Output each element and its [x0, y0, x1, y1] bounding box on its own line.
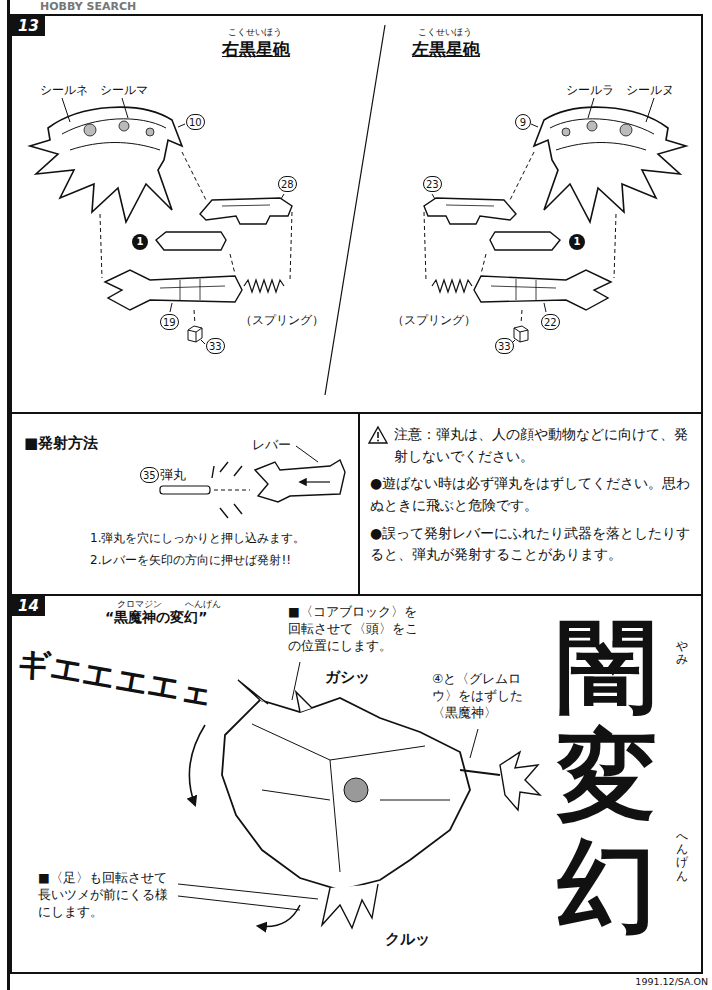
instruction-step: 1.弾丸を穴にしっかりと押し込みます。	[90, 530, 305, 547]
sticker-label: シールマ	[100, 82, 148, 99]
instruction-step: 2.レバーを矢印の方向に押せば発射!!	[90, 552, 291, 569]
part-title: 右黒星砲	[222, 38, 290, 61]
part-number: 10	[186, 114, 205, 130]
part-number: 22	[541, 314, 560, 330]
warning-panel: 注意：弾丸は、人の顔や動物などに向けて、発射しないでください。 ●遊ばない時は必ず…	[358, 412, 703, 596]
sound-effect: ガシッ	[325, 668, 370, 687]
section-heading: ■発射方法	[24, 434, 98, 453]
bullet-label: 弾丸	[160, 466, 186, 484]
part-number: 9	[515, 114, 531, 130]
watermark: HOBBY SEARCH	[40, 0, 136, 13]
part-number: 19	[160, 314, 179, 330]
furigana: クロマジン	[117, 598, 162, 611]
instruction-note: ■〈足〉も回転させて長いツメが前にくる様にします。	[38, 870, 173, 921]
furigana: やみ	[676, 640, 688, 666]
lever-label: レバー	[252, 436, 291, 454]
furigana: こくせいほう	[228, 26, 282, 39]
part-number: 23	[423, 176, 442, 192]
spring-label: （スプリング）	[392, 312, 476, 329]
furigana: へんげん	[676, 830, 688, 883]
step-number: 13	[12, 16, 45, 36]
sticker-label: シールラ	[566, 82, 614, 99]
print-date: 1991.12/SA.ON	[635, 976, 708, 987]
instruction-note: ④と〈グレムロウ〉をはずした〈黒魔神〉	[432, 671, 544, 722]
assembly-panel: 13	[10, 14, 703, 414]
sticker-label: シールヌ	[626, 82, 674, 99]
part-number: 1	[132, 234, 148, 250]
instruction-panel: ■発射方法 1.弾丸を穴にしっかりと押し込みます。 2.レバーを矢印の方向に押せば発…	[10, 412, 360, 596]
sound-effect: ギエエエエェ	[14, 640, 217, 718]
vertical-title: 闇変幻	[557, 612, 657, 942]
furigana: へんげん	[185, 598, 221, 611]
warning-text: ●誤って発射レバーにふれたり武器を落としたりすると、弾丸が発射することがあります…	[370, 523, 691, 566]
part-number: 33	[206, 338, 225, 354]
part-number: 28	[278, 176, 297, 192]
step-title: “黒魔神の変幻”	[105, 609, 207, 627]
sticker-label: シールネ	[40, 82, 88, 99]
sound-effect: クルッ	[385, 930, 430, 949]
part-number: 1	[569, 234, 585, 250]
furigana: こくせいほう	[418, 26, 472, 39]
part-number: 35	[140, 467, 159, 483]
warning-text: ●遊ばない時は必ず弾丸をはずしてください。思わぬときに飛ぶと危険です。	[370, 473, 691, 516]
instruction-note: ■〈コアブロック〉を回転させて〈頭〉をこの位置にします。	[288, 604, 418, 655]
warning-text: 注意：弾丸は、人の顔や動物などに向けて、発射しないでください。	[370, 424, 691, 467]
part-title: 左黒星砲	[412, 38, 480, 61]
part-number: 33	[495, 338, 514, 354]
step-number: 14	[12, 596, 45, 616]
spring-label: （スプリング）	[240, 312, 324, 329]
